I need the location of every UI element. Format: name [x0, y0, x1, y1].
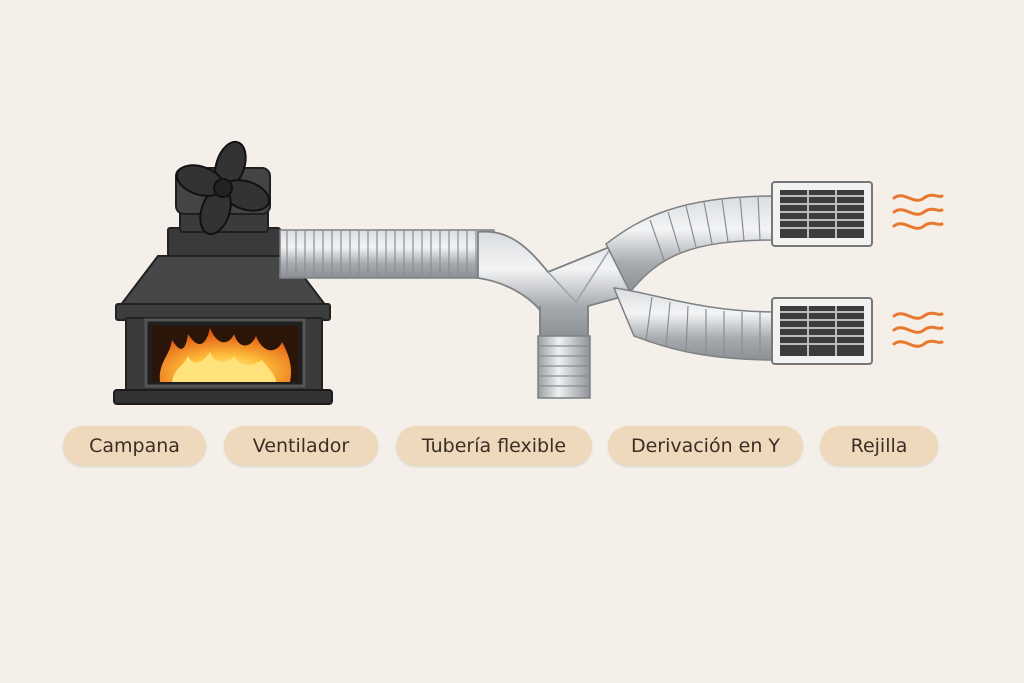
fan-blades-icon: [175, 140, 271, 236]
y-branch-fitting: [477, 230, 634, 399]
grille-lower: [771, 297, 873, 365]
flexible-duct-upper: [605, 195, 777, 294]
label-fan: Ventilador: [224, 426, 378, 466]
flexible-duct-lower: [612, 287, 777, 361]
fire-flame-icon: [152, 326, 298, 382]
grille-upper: [771, 181, 873, 247]
fireplace-hood: [113, 227, 333, 405]
heat-waves-icon: [892, 193, 944, 348]
component-labels: Campana Ventilador Tubería flexible Deri…: [0, 426, 1024, 470]
ventilation-diagram: [113, 140, 944, 405]
label-flexible-duct: Tubería flexible: [396, 426, 592, 466]
label-y-branch: Derivación en Y: [608, 426, 803, 466]
label-hood: Campana: [63, 426, 206, 466]
flexible-duct-main: [279, 229, 495, 279]
fan-unit: [175, 140, 271, 236]
label-grille: Rejilla: [820, 426, 938, 466]
